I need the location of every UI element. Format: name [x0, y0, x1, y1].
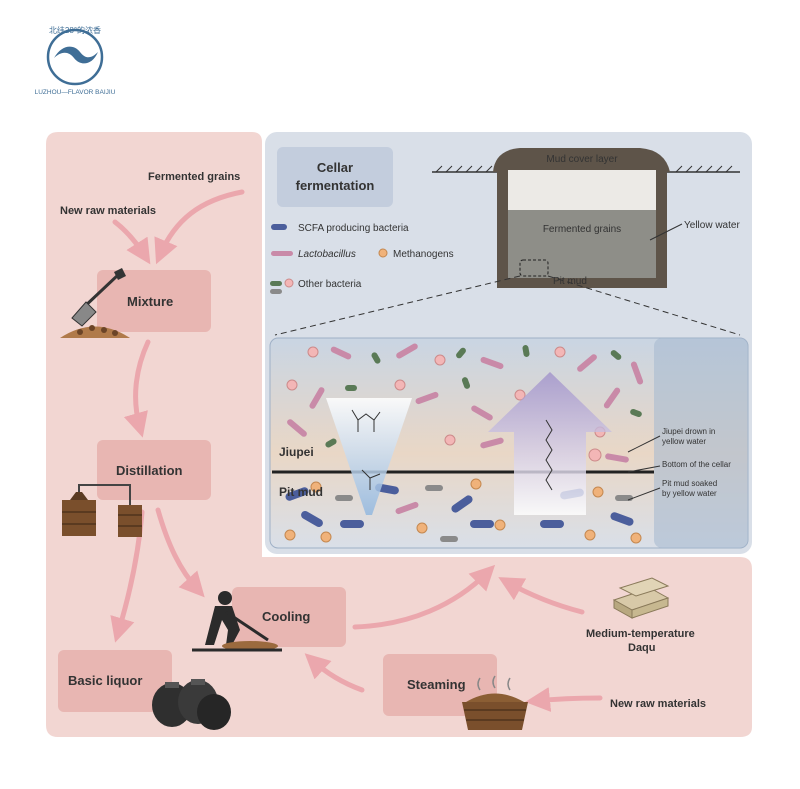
shovel-grains-icon [60, 268, 130, 338]
mixture-box [97, 270, 211, 332]
arrow-fermented-to-mixture [154, 189, 245, 265]
microbes-jiupei [286, 343, 644, 463]
left-process-panel [46, 132, 752, 737]
legend: SCFA producing bacteria Lactobacillus Me… [270, 223, 454, 294]
steaming-box [383, 654, 497, 716]
cellar-title-line1: Cellar [317, 160, 353, 175]
annot-jiupei-line1: Jiupei drown in [662, 427, 715, 436]
distillation-label: Distillation [116, 463, 183, 478]
arrow-cooling-to-cellar [352, 564, 496, 630]
annot-pit-mud-line2: by yellow water [662, 489, 717, 498]
annot-bottom-cellar: Bottom of the cellar [662, 460, 731, 469]
zoom-line-right [547, 275, 741, 336]
jiupei-label: Jiupei [279, 445, 314, 459]
legend-other-label: Other bacteria [298, 279, 362, 290]
annot-pit-mud-line1: Pit mud soaked [662, 479, 717, 488]
logo-ring-text: LUZHOU—FLAVOR BAIJIU [35, 89, 116, 96]
legend-scfa-label: SCFA producing bacteria [298, 223, 409, 234]
worker-cooling-icon [192, 591, 282, 652]
cellar-title-line2: fermentation [296, 178, 375, 193]
legend-other-marker-pink [284, 278, 294, 288]
arrow-daqu-to-cellar [498, 577, 585, 615]
distillation-still-icon [62, 484, 142, 537]
pit-mud-zoom-label: Pit mud [279, 485, 323, 499]
daqu-bricks-icon [612, 577, 670, 619]
liquor-jars-icon [152, 679, 231, 730]
cooling-label: Cooling [262, 609, 310, 624]
cellar-title-box [277, 147, 393, 207]
legend-other-marker-grey [270, 289, 282, 294]
lactic-acid-molecule [351, 409, 381, 432]
new-raw-materials-bottom-label: New raw materials [610, 698, 706, 710]
arrow-steaming-to-cooling [304, 653, 365, 693]
logo-arc-text: 北纬28°的浓香 [49, 25, 101, 35]
pit-cross-section: Mud cover layer Fermented grains Pit mud… [432, 148, 740, 288]
zoom-right-strip [654, 338, 748, 548]
caproic-acid-molecule [545, 419, 553, 491]
up-arrow-caproic [488, 372, 612, 515]
cooling-box [232, 587, 346, 647]
microbes-pit-mud [284, 478, 642, 544]
legend-lactobacillus-marker [271, 251, 293, 256]
fermented-grains-input-label: Fermented grains [148, 171, 240, 183]
arrow-mixture-to-distillation [123, 339, 151, 438]
basic-liquor-label: Basic liquor [68, 673, 142, 688]
legend-methanogens-marker [378, 248, 388, 258]
pit-mud-label: Pit mud [553, 276, 587, 287]
pit-zoom-marker [519, 259, 549, 277]
yellow-water-label: Yellow water [684, 220, 740, 231]
arrow-raw-to-steaming [525, 687, 603, 712]
mud-cover-layer-label: Mud cover layer [546, 154, 618, 165]
legend-lactobacillus-label: Lactobacillus [298, 249, 356, 260]
process-arrows [110, 189, 603, 712]
pit-fermented-grains-label: Fermented grains [543, 224, 621, 235]
steaming-label: Steaming [407, 677, 466, 692]
legend-other-marker-green [270, 281, 282, 286]
arrow-distillation-to-cooling [155, 507, 205, 598]
arrow-raw-to-mixture [112, 219, 151, 265]
daqu-label-line1: Medium-temperature [586, 628, 695, 640]
new-raw-materials-input-label: New raw materials [60, 205, 156, 217]
logo: 北纬28°的浓香 LUZHOU—FLAVOR BAIJIU [35, 25, 116, 96]
basic-liquor-box [58, 650, 172, 712]
legend-scfa-marker [271, 224, 287, 230]
mixture-label: Mixture [127, 294, 173, 309]
pit-fermented-grains-area [508, 210, 656, 278]
pit-interior-upper [508, 170, 656, 210]
legend-methanogens-label: Methanogens [393, 249, 454, 260]
annot-jiupei-line2: yellow water [662, 437, 706, 446]
zoom-annotations: Jiupei drown in yellow water Bottom of t… [627, 427, 731, 501]
steamer-basket-icon [462, 675, 528, 730]
zoom-line-left [274, 275, 521, 336]
acetic-acid-molecule [361, 469, 381, 490]
logo-emblem-icon [54, 46, 98, 64]
down-arrow-acids [326, 398, 412, 515]
daqu-label-line2: Daqu [628, 642, 656, 654]
